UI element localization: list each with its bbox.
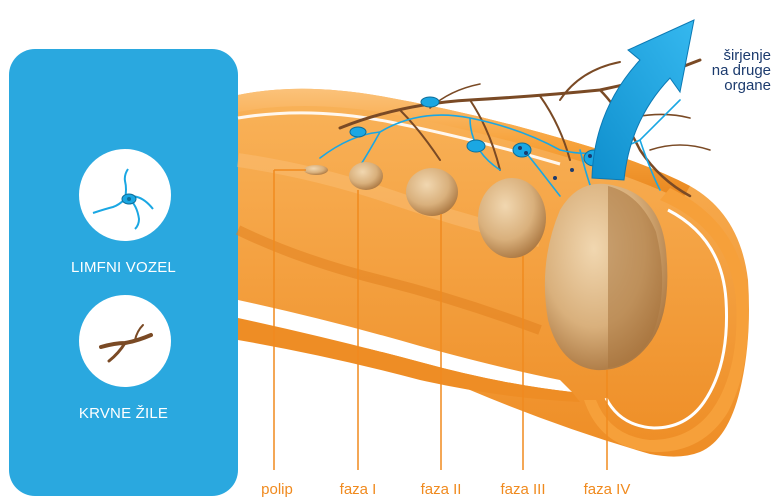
stage-label-faza-4: faza IV	[572, 481, 642, 498]
stage-1-tumor	[349, 162, 383, 190]
polip-growth	[304, 165, 328, 175]
spread-label: širjenje na druge organe	[712, 48, 771, 93]
colon-wall	[238, 89, 749, 457]
stage-label-faza-3: faza III	[488, 481, 558, 498]
stage-3-tumor	[478, 178, 546, 258]
stage-label-faza-1: faza I	[323, 481, 393, 498]
stage-label-faza-2: faza II	[406, 481, 476, 498]
stage-2-tumor	[406, 168, 458, 216]
stage-label-polip: polip	[242, 481, 312, 498]
